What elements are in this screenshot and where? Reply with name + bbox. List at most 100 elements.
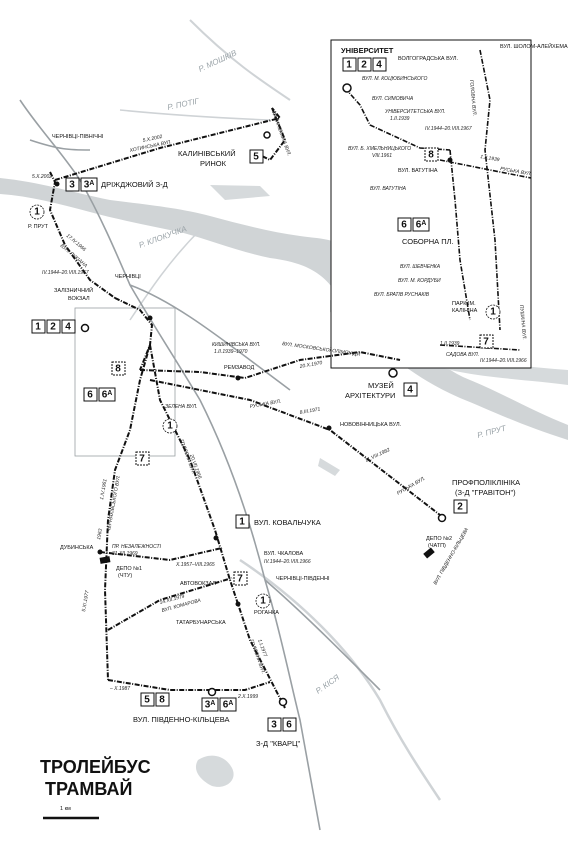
route-box-kovalchuka: 1 <box>235 514 250 529</box>
stop-dot <box>97 549 103 555</box>
route-box-text: 6ᴬ <box>416 220 427 231</box>
route-box-7 <box>135 451 150 466</box>
route-box-5 <box>249 149 264 164</box>
terminal-loop <box>263 131 271 139</box>
stop-profpoliklinika: ПРОФПОЛІКЛІНІКА(З-Д "ГРАВІТОН") <box>452 478 520 497</box>
route-box-text: 4 <box>376 60 382 71</box>
route-box-text: 5 <box>144 695 150 706</box>
terminal-loop <box>437 513 447 523</box>
route-box-2 <box>46 319 61 334</box>
loop-circle <box>255 593 271 609</box>
stop-dot <box>213 535 219 541</box>
route-box-kalynivskyi: 5 <box>249 149 264 164</box>
stop-kvarts: З-Д "КВАРЦ" <box>256 739 301 748</box>
street-date-1963: 1963 <box>96 528 104 540</box>
inset-kordubu: ВУЛ. М. КОРДУБИ <box>398 278 441 284</box>
street-ruska: РУСЬКА ВУЛ. <box>249 399 281 410</box>
loop-marker-centre: 1 <box>162 418 178 434</box>
inset-khmelnytskoho: ВУЛ. Б. ХМЕЛЬНИЦЬКОГО <box>348 146 411 152</box>
route-box-text: 2 <box>457 502 463 513</box>
street-zaliznychna-dates: IV.1944–20.VIII.1967 <box>42 270 89 276</box>
route-box-text: 8 <box>428 150 434 161</box>
route-box-5 <box>140 692 155 707</box>
river-kisia-label: Р. КІСЯ <box>314 673 341 696</box>
route-box-text: 4 <box>65 322 71 333</box>
route-box-3 <box>65 177 80 192</box>
street-ruska-date2: 11.VIII.1982 <box>364 447 391 464</box>
stop-avtovokzal: АВТОВОКЗАЛ <box>180 581 216 587</box>
stop-depo2: ДЕПО №2(ЧАТП) <box>426 536 452 549</box>
stop-dots <box>54 181 332 607</box>
stop-tatarbunarska: ТАТАРБУНАРСЬКА <box>176 620 226 626</box>
loop-text: 1 <box>167 421 173 432</box>
route-box-4 <box>61 319 76 334</box>
route-box-text: 8 <box>115 364 121 375</box>
station-cherniv-pivdenni: ЧЕРНІВЦІ-ПІВДЕННІ <box>276 576 330 582</box>
inset-volgogradska: ВОЛГОГРАДСЬКА ВУЛ. <box>398 56 459 62</box>
inset-kotsiubynskoho: ВУЛ. М. КОЦЮБИНСЬКОГО <box>362 76 427 82</box>
inset-vatutina-st: ВУЛ. ВАТУТІНА <box>370 186 407 192</box>
klokuchka-river <box>129 229 201 321</box>
terminal-loop <box>388 368 398 378</box>
inset-sadova: САДОВА ВУЛ. <box>446 352 479 358</box>
route-box-text: 2 <box>361 60 367 71</box>
stop-muzei-l2: АРХІТЕКТУРИ <box>345 391 395 400</box>
route-box-text: 6ᴬ <box>223 700 234 711</box>
route-box-7 <box>233 571 248 586</box>
route-box-2 <box>453 499 468 514</box>
stop-novovinnytska: НОВОВІННИЦЬКА ВУЛ. <box>340 422 402 428</box>
railway-layer <box>19 99 381 831</box>
inset-map: УНІВЕРСИТЕТ 1 2 4 ВОЛГОГРАДСЬКА ВУЛ. ВУЛ… <box>341 42 568 364</box>
stop-profpoliklinika-l1: ПРОФПОЛІКЛІНІКА <box>452 478 520 487</box>
terminal-loop <box>278 697 288 707</box>
inset-ruska-date: 1.II.1939 <box>480 154 500 163</box>
railway-east <box>129 284 291 391</box>
street-kyshynivska: КИШИНІВСЬКА ВУЛ. <box>212 342 260 348</box>
street-date-1977: 5.XI.1977 <box>81 590 91 612</box>
inset-sadova-date: 1.II.1939 <box>440 341 460 347</box>
inset-loop-circle <box>485 304 501 320</box>
route-box-3 <box>267 717 282 732</box>
route-centre-south <box>103 344 151 681</box>
route-box-6a <box>98 387 116 402</box>
street-drizhdzh-date: 5.X.2002 <box>32 174 52 180</box>
stop-rohanka: РОГАНКА <box>254 610 279 616</box>
stop-dot <box>54 181 60 187</box>
street-southring-date: 2.X.1999 <box>237 694 258 700</box>
route-box-text: 6 <box>401 220 407 231</box>
kisia-river <box>239 558 442 801</box>
railway-west <box>29 139 91 151</box>
route-box-3a <box>80 177 98 192</box>
route-box-text: 1 <box>239 517 245 528</box>
river-prut-label: Р. ПРУТ <box>476 423 508 440</box>
inset-sholom: ВУЛ. ШОЛОМ-АЛЕЙХЕМА <box>500 42 568 50</box>
route-nezalezhnosti <box>99 547 223 562</box>
route-box-kvarts: 3 6 <box>267 717 297 732</box>
stop-depo1: ДЕПО №1(ЧТУ) <box>116 566 142 579</box>
potik-river <box>119 109 271 121</box>
route-box-text: 5 <box>253 152 259 163</box>
inset-universytet: УНІВЕРСИТЕТ <box>341 46 394 55</box>
route-box-4 <box>403 382 418 397</box>
inset-vatutina-stop: ВУЛ. ВАТУТІНА <box>398 168 438 174</box>
stop-kalynivskyi-l1: КАЛИНІВСЬКИЙ <box>178 149 236 158</box>
inset-symovycha: ВУЛ. СИМОВИЧА <box>372 96 414 102</box>
route-box-muzei: 4 <box>403 382 418 397</box>
inset-route-holovna <box>479 49 501 331</box>
route-box-text: 8 <box>159 695 165 706</box>
station-chernivtsi: ЧЕРНІВЦІ <box>115 274 141 280</box>
street-cherniakhovskoho-date: 1.IV.1961 <box>99 478 109 500</box>
route-holovna <box>149 344 286 709</box>
inset-soborna: СОБОРНА ПЛ. <box>402 237 454 246</box>
stop-zaliznychnyi-l2: ВОКЗАЛ <box>68 296 90 302</box>
inset-dates: IV.1944–20.VIII.1967 <box>425 126 472 132</box>
route-box-text: 6ᴬ <box>102 390 113 401</box>
stop-depo2-l2: (ЧАТП) <box>428 543 446 549</box>
inset-bottom-dates: IV.1944–20.VIII.1966 <box>480 358 527 364</box>
street-ruska-date: 8.III.1971 <box>299 406 321 416</box>
street-kyshynivska-dates: 1.II.1939–1970 <box>214 349 248 355</box>
